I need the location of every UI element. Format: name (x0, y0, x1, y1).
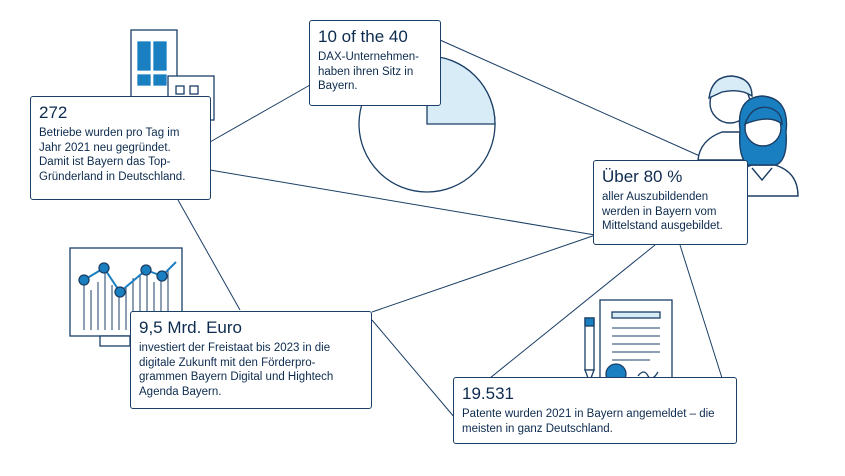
card-value: Über 80 % (602, 167, 683, 186)
connector-line (209, 84, 311, 143)
card-value: 19.531 (462, 384, 514, 403)
connector-line (371, 319, 456, 419)
connector-line (489, 244, 656, 379)
card-startups: 272 Betriebe wurden pro Tag im Jahr 2021… (30, 96, 211, 200)
connector-line (439, 39, 721, 166)
card-patents: 19.531 Patente wurden 2021 in Bayern ang… (453, 377, 737, 444)
card-value: 272 (39, 103, 68, 122)
line-chart-board-icon (69, 247, 183, 347)
card-value: 9,5 Mrd. Euro (139, 318, 242, 337)
card-dax: 10 of the 40 DAX-Unternehmen-haben ihren… (309, 20, 441, 106)
card-text: Betriebe wurden pro Tag im Jahr 2021 neu… (39, 127, 186, 183)
card-digital: 9,5 Mrd. Euro investiert der Freistaat b… (130, 311, 372, 409)
people-icon (697, 75, 799, 197)
card-value: 10 of the 40 (318, 27, 408, 46)
card-text: Patente wurden 2021 in Bayern angemeldet… (462, 408, 715, 435)
card-text: DAX-Unternehmen-haben ihren Sitz in Baye… (318, 51, 419, 92)
connector-line (177, 199, 241, 311)
connector-line (371, 229, 611, 313)
card-text: investiert der Freistaat bis 2023 in die… (139, 342, 334, 398)
connector-line (209, 169, 596, 236)
card-apprentices: Über 80 % aller Auszubildenden werden in… (593, 160, 748, 245)
patent-certificate-icon (584, 299, 673, 400)
card-text: aller Auszubildenden werden in Bayern vo… (602, 191, 723, 232)
connector-line (679, 244, 723, 379)
